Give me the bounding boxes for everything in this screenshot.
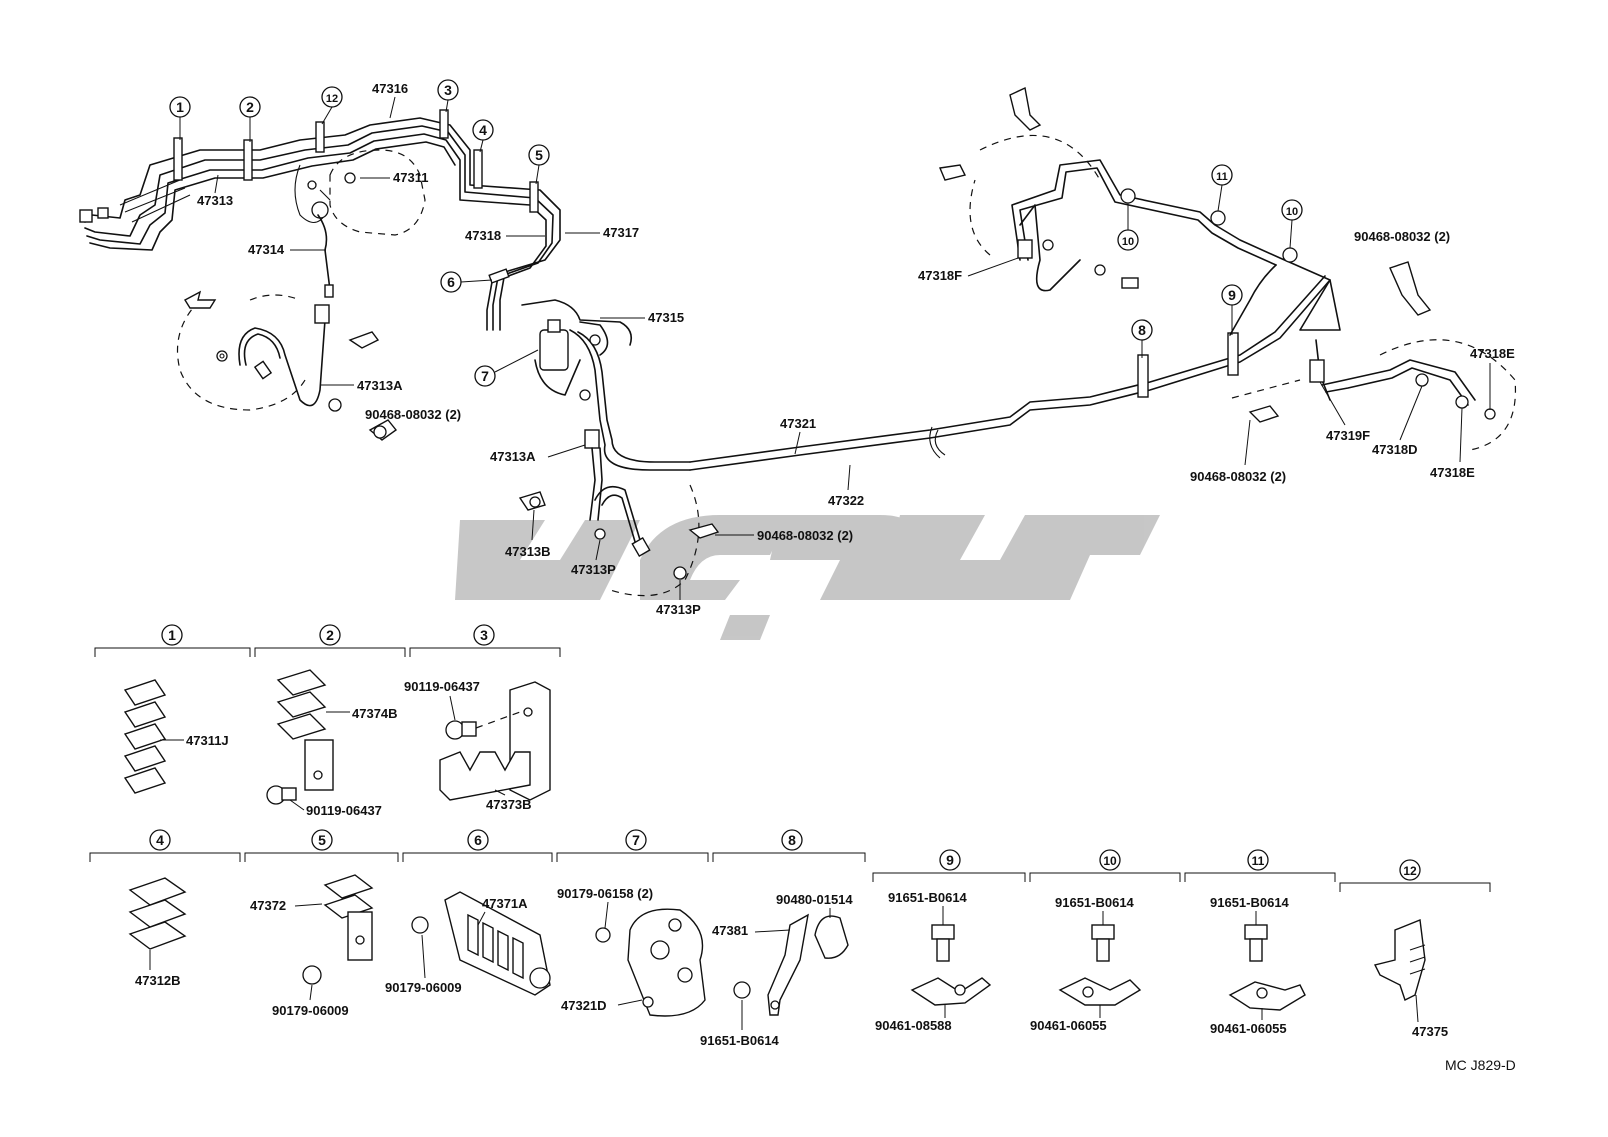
- svg-text:47312B: 47312B: [135, 973, 181, 988]
- front-right-wheel: [518, 429, 720, 597]
- detail-5: 5 47372 90179-06009: [244, 829, 399, 1018]
- svg-text:47318F: 47318F: [918, 268, 962, 283]
- svg-text:10: 10: [1122, 236, 1134, 248]
- svg-text:47311: 47311: [393, 170, 428, 185]
- svg-text:1: 1: [176, 99, 184, 115]
- detail-6: 6 47371A 90179-06009: [385, 829, 553, 996]
- svg-text:6: 6: [474, 832, 482, 848]
- svg-text:90179-06009: 90179-06009: [385, 980, 462, 995]
- svg-text:6: 6: [447, 274, 455, 290]
- svg-text:90468-08032 (2): 90468-08032 (2): [1354, 229, 1450, 244]
- svg-text:9: 9: [946, 852, 954, 868]
- svg-text:90468-08032 (2): 90468-08032 (2): [1190, 469, 1286, 484]
- svg-text:90461-06055: 90461-06055: [1210, 1021, 1287, 1036]
- detail-3: 3 90119-06437 47373B: [404, 624, 561, 812]
- svg-text:47313: 47313: [197, 193, 233, 208]
- svg-text:47313P: 47313P: [656, 602, 701, 617]
- svg-text:5: 5: [535, 147, 543, 163]
- svg-text:47313A: 47313A: [490, 449, 536, 464]
- svg-text:12: 12: [1403, 864, 1417, 878]
- svg-text:47311J: 47311J: [186, 733, 229, 748]
- svg-text:9: 9: [1228, 287, 1236, 303]
- svg-text:90468-08032 (2): 90468-08032 (2): [365, 407, 461, 422]
- svg-text:47374B: 47374B: [352, 706, 398, 721]
- detail-8: 8 90480-01514 47381 91651-B0614: [700, 829, 866, 1048]
- svg-text:11: 11: [1252, 854, 1265, 868]
- svg-text:2: 2: [326, 627, 334, 643]
- svg-text:5: 5: [318, 832, 326, 848]
- detail-10: 10 91651-B0614 90461-06055: [1029, 849, 1181, 1033]
- svg-text:8: 8: [1138, 322, 1146, 338]
- rear-long-pipe: [689, 275, 1331, 471]
- svg-text:47313A: 47313A: [357, 378, 403, 393]
- svg-text:47318E: 47318E: [1470, 346, 1515, 361]
- svg-text:47381: 47381: [712, 923, 748, 938]
- svg-text:90480-01514: 90480-01514: [776, 892, 853, 907]
- svg-text:3: 3: [444, 82, 452, 98]
- svg-text:47375: 47375: [1412, 1024, 1448, 1039]
- rear-axle-area: [939, 86, 1517, 451]
- pipe-bundle-front: [79, 117, 561, 331]
- svg-text:91651-B0614: 91651-B0614: [700, 1033, 780, 1048]
- svg-text:12: 12: [326, 93, 338, 105]
- svg-text:47322: 47322: [828, 493, 864, 508]
- svg-text:47372: 47372: [250, 898, 286, 913]
- detail-9: 9 91651-B0614 90461-08588: [872, 849, 1026, 1033]
- svg-text:10: 10: [1286, 206, 1298, 218]
- svg-text:7: 7: [481, 368, 489, 384]
- svg-text:47318E: 47318E: [1430, 465, 1475, 480]
- main-labels: 47316 47313 47311 47318 47317 47314 4731…: [197, 81, 1515, 617]
- svg-text:47373B: 47373B: [486, 797, 532, 812]
- svg-text:47316: 47316: [372, 81, 408, 96]
- svg-text:10: 10: [1103, 854, 1117, 868]
- bundle-clips: [173, 109, 539, 284]
- svg-text:47318D: 47318D: [1372, 442, 1418, 457]
- svg-text:11: 11: [1216, 171, 1228, 183]
- svg-text:90119-06437: 90119-06437: [306, 803, 382, 818]
- svg-text:47319F: 47319F: [1326, 428, 1370, 443]
- detail-11: 11 91651-B0614 90461-06055: [1184, 849, 1336, 1036]
- svg-text:47315: 47315: [648, 310, 684, 325]
- svg-text:90461-08588: 90461-08588: [875, 1018, 952, 1033]
- detail-4: 4 47312B: [89, 829, 241, 988]
- svg-text:47321: 47321: [780, 416, 816, 431]
- svg-text:90179-06158 (2): 90179-06158 (2): [557, 886, 653, 901]
- master-cylinder-outline: [329, 149, 426, 236]
- svg-text:1: 1: [168, 627, 176, 643]
- callout-markers: 1 2 3 4 5 6 7 8 9 10 10 11 12: [169, 79, 1303, 387]
- diagram-code: MC J829-D: [1445, 1057, 1516, 1073]
- svg-text:4: 4: [479, 122, 487, 138]
- svg-text:90461-06055: 90461-06055: [1030, 1018, 1107, 1033]
- svg-text:47318: 47318: [465, 228, 501, 243]
- svg-text:7: 7: [632, 832, 640, 848]
- detail-1: 1 47311J: [94, 624, 251, 794]
- svg-text:47321D: 47321D: [561, 998, 607, 1013]
- svg-text:90179-06009: 90179-06009: [272, 1003, 349, 1018]
- svg-text:90119-06437: 90119-06437: [404, 679, 480, 694]
- svg-text:91651-B0614: 91651-B0614: [1055, 895, 1135, 910]
- svg-text:47313B: 47313B: [505, 544, 551, 559]
- svg-text:91651-B0614: 91651-B0614: [888, 890, 968, 905]
- svg-text:47313P: 47313P: [571, 562, 616, 577]
- detail-2: 2 47374B 90119-06437: [254, 624, 406, 818]
- svg-text:47314: 47314: [248, 242, 285, 257]
- svg-text:91651-B0614: 91651-B0614: [1210, 895, 1290, 910]
- svg-text:3: 3: [480, 627, 488, 643]
- front-left-wheel: [176, 290, 398, 441]
- svg-text:47371A: 47371A: [482, 896, 528, 911]
- svg-text:47317: 47317: [603, 225, 639, 240]
- svg-text:4: 4: [156, 832, 164, 848]
- proportioning-valve-area: [521, 299, 691, 471]
- svg-text:2: 2: [246, 99, 254, 115]
- detail-12: 12 47375: [1339, 859, 1491, 1039]
- svg-text:90468-08032 (2): 90468-08032 (2): [757, 528, 853, 543]
- svg-text:8: 8: [788, 832, 796, 848]
- detail-7: 7 90179-06158 (2) 47321D: [556, 829, 709, 1017]
